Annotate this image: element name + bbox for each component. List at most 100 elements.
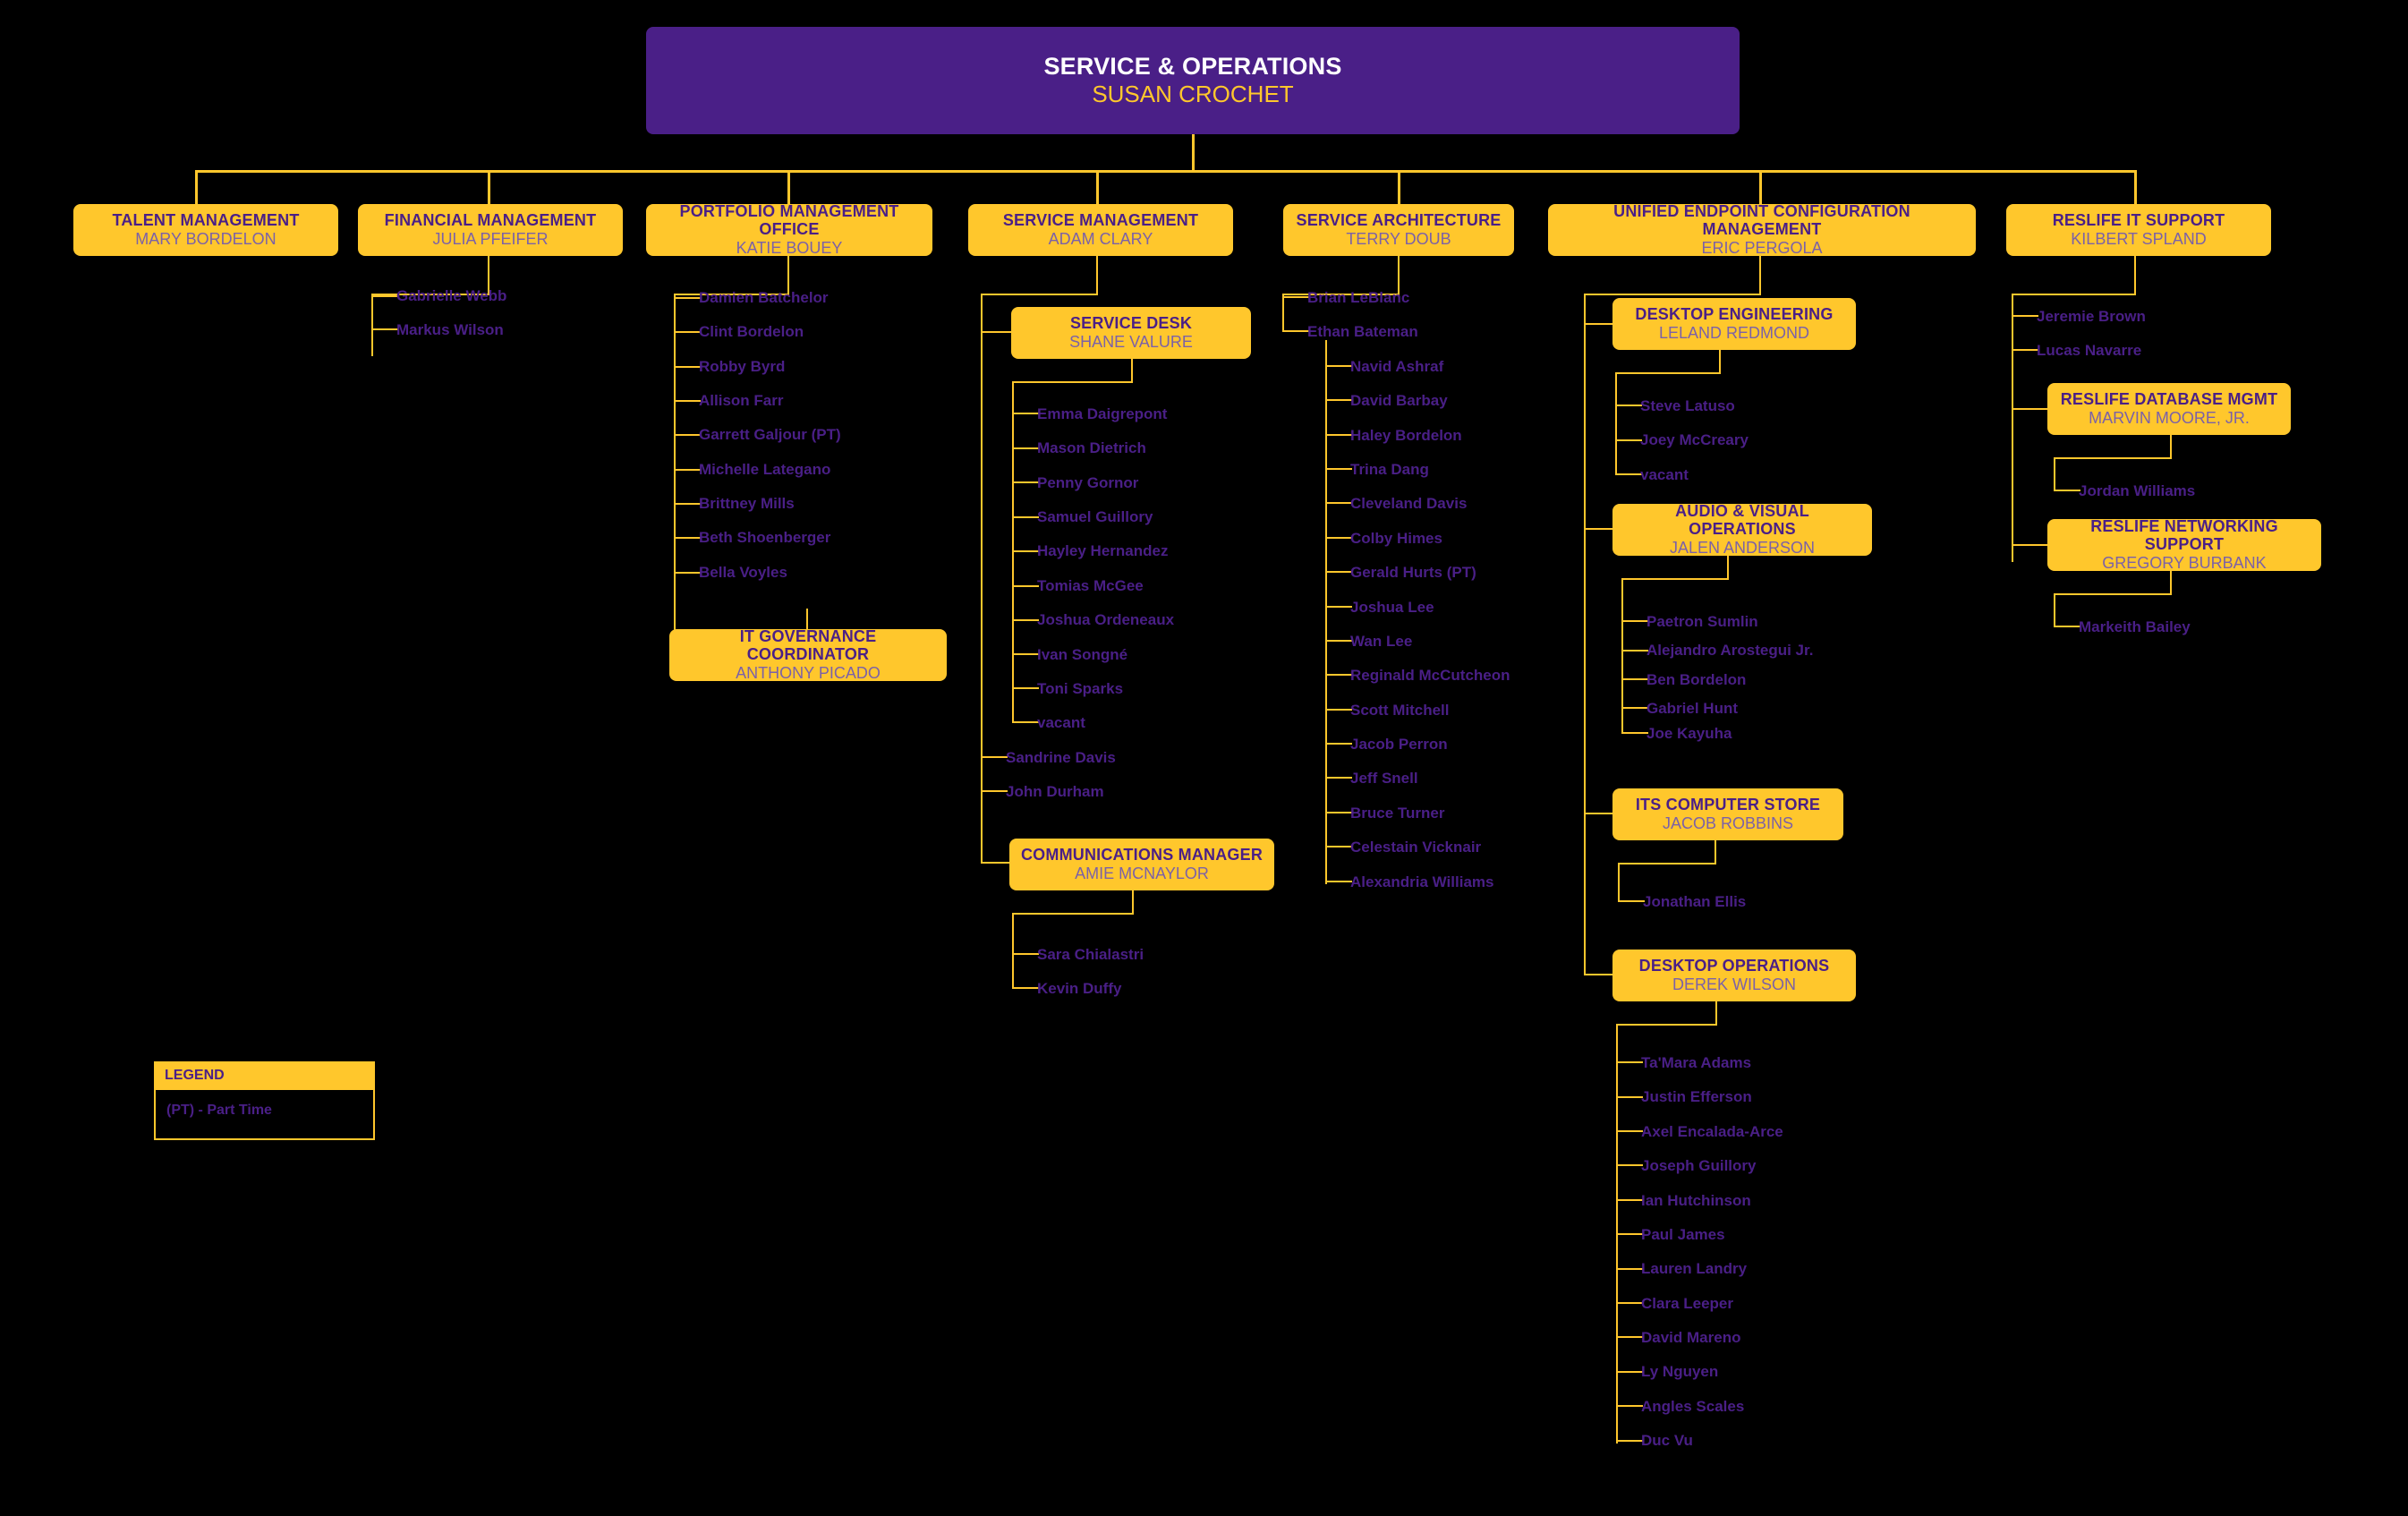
staff-name: Navid Ashraf [1350,358,1444,375]
node-desktop-engineering[interactable]: DESKTOP ENGINEERING LELAND REDMOND [1612,298,1856,350]
node-reslife-database-mgmt[interactable]: RESLIFE DATABASE MGMT MARVIN MOORE, JR. [2047,383,2291,435]
node-reslife-it-support[interactable]: RESLIFE IT SUPPORT KILBERT SPLAND [2006,204,2271,256]
connector [2170,434,2172,459]
connector [1325,606,1352,608]
staff-name: Axel Encalada-Arce [1641,1123,1783,1140]
node-service-desk[interactable]: SERVICE DESK SHANE VALURE [1011,307,1251,359]
connector [371,328,398,330]
staff-name: Ian Hutchinson [1641,1192,1751,1209]
connector [674,572,701,574]
connector [1616,1233,1643,1235]
node-service-operations[interactable]: SERVICE & OPERATIONS SUSAN CROCHET [646,27,1740,134]
staff-name: Gabriel Hunt [1646,700,1739,717]
connector [674,503,701,505]
node-reslife-networking-support[interactable]: RESLIFE NETWORKING SUPPORT GREGORY BURBA… [2047,517,2321,572]
connector [371,294,489,295]
staff-name: Mason Dietrich [1037,439,1146,456]
node-person: GREGORY BURBANK [2102,553,2267,572]
staff-name: Joe Kayuha [1646,725,1732,742]
staff-name: Jonathan Ellis [1643,893,1747,910]
connector [1584,974,1614,975]
connector [1325,743,1352,745]
connector [1615,439,1642,441]
staff-name: Lauren Landry [1641,1260,1748,1277]
node-desktop-operations[interactable]: DESKTOP OPERATIONS DEREK WILSON [1612,950,1856,1001]
connector [2054,457,2055,491]
node-title: PORTFOLIO MANAGEMENT OFFICE [679,201,899,239]
node-communications-manager[interactable]: COMMUNICATIONS MANAGER AMIE MCNAYLOR [1009,839,1274,890]
connector [1012,585,1039,587]
staff-name: Ta'Mara Adams [1641,1054,1752,1071]
connector [674,400,701,402]
staff-name: Allison Farr [699,392,784,409]
node-talent-management[interactable]: TALENT MANAGEMENT MARY BORDELON [73,204,338,256]
connector [1584,294,1586,975]
connector [1325,468,1352,470]
staff-name: Hayley Hernandez [1037,542,1169,559]
legend-entry: (PT) - Part Time [154,1090,375,1140]
staff-name: Wan Lee [1350,633,1413,650]
node-financial-management[interactable]: FINANCIAL MANAGEMENT JULIA PFEIFER [358,204,623,256]
connector [1616,1164,1643,1166]
connector [1727,555,1729,580]
node-service-management[interactable]: SERVICE MANAGEMENT ADAM CLARY [968,204,1233,256]
staff-name: vacant [1037,714,1085,731]
connector [1325,434,1352,436]
node-person: DEREK WILSON [1672,975,1797,993]
node-person: JULIA PFEIFER [432,229,549,248]
connector [806,609,808,634]
connector [1012,913,1014,988]
connector [1584,528,1614,530]
connector [1325,502,1352,504]
staff-name: Bruce Turner [1350,805,1445,822]
connector [1325,674,1352,676]
node-person: ADAM CLARY [1048,229,1153,248]
connector [674,297,701,299]
node-person: KATIE BOUEY [736,238,843,257]
connector [1616,1371,1643,1373]
connector [2134,256,2136,295]
connector [1012,550,1039,552]
connector [1621,732,1648,734]
connector [674,469,701,471]
connector [1282,294,1284,330]
staff-name: Steve Latuso [1640,397,1735,414]
node-person: TERRY DOUB [1346,229,1451,248]
staff-name: Joey McCreary [1640,431,1749,448]
connector [1616,1268,1643,1270]
node-person: KILBERT SPLAND [2071,229,2207,248]
connector [195,170,198,209]
connector [1615,372,1617,474]
staff-name: Clara Leeper [1641,1295,1733,1312]
node-unified-endpoint-configuration-management[interactable]: UNIFIED ENDPOINT CONFIGURATION MANAGEMEN… [1548,202,1976,257]
staff-name: Paul James [1641,1226,1725,1243]
connector [1616,1061,1643,1063]
connector [674,294,676,634]
staff-name: Joseph Guillory [1641,1157,1757,1174]
staff-name: John Durham [1006,783,1104,800]
staff-name: Michelle Lategano [699,461,831,478]
connector [1616,1405,1643,1407]
staff-name: Jeff Snell [1350,770,1418,787]
connector [1616,1096,1643,1098]
connector [674,366,701,368]
connector [1012,381,1133,383]
staff-name: Markus Wilson [396,321,504,338]
node-title: SERVICE MANAGEMENT [1002,210,1199,229]
staff-name: Cleveland Davis [1350,495,1468,512]
connector [2134,170,2137,209]
node-it-governance-coordinator[interactable]: IT GOVERNANCE COORDINATOR ANTHONY PICADO [669,627,947,682]
connector [2170,570,2172,595]
connector [1012,653,1039,655]
connector [674,294,789,295]
node-portfolio-management-office[interactable]: PORTFOLIO MANAGEMENT OFFICE KATIE BOUEY [646,201,932,257]
node-service-architecture[interactable]: SERVICE ARCHITECTURE TERRY DOUB [1283,204,1514,256]
node-its-computer-store[interactable]: ITS COMPUTER STORE JACOB ROBBINS [1612,788,1843,840]
connector [2054,593,2172,595]
connector [1615,372,1721,374]
connector [981,756,1008,758]
node-audio-visual-operations[interactable]: AUDIO & VISUAL OPERATIONS JALEN ANDERSON [1612,502,1872,557]
connector [488,256,489,295]
staff-name: Samuel Guillory [1037,508,1153,525]
connector [1621,620,1648,622]
